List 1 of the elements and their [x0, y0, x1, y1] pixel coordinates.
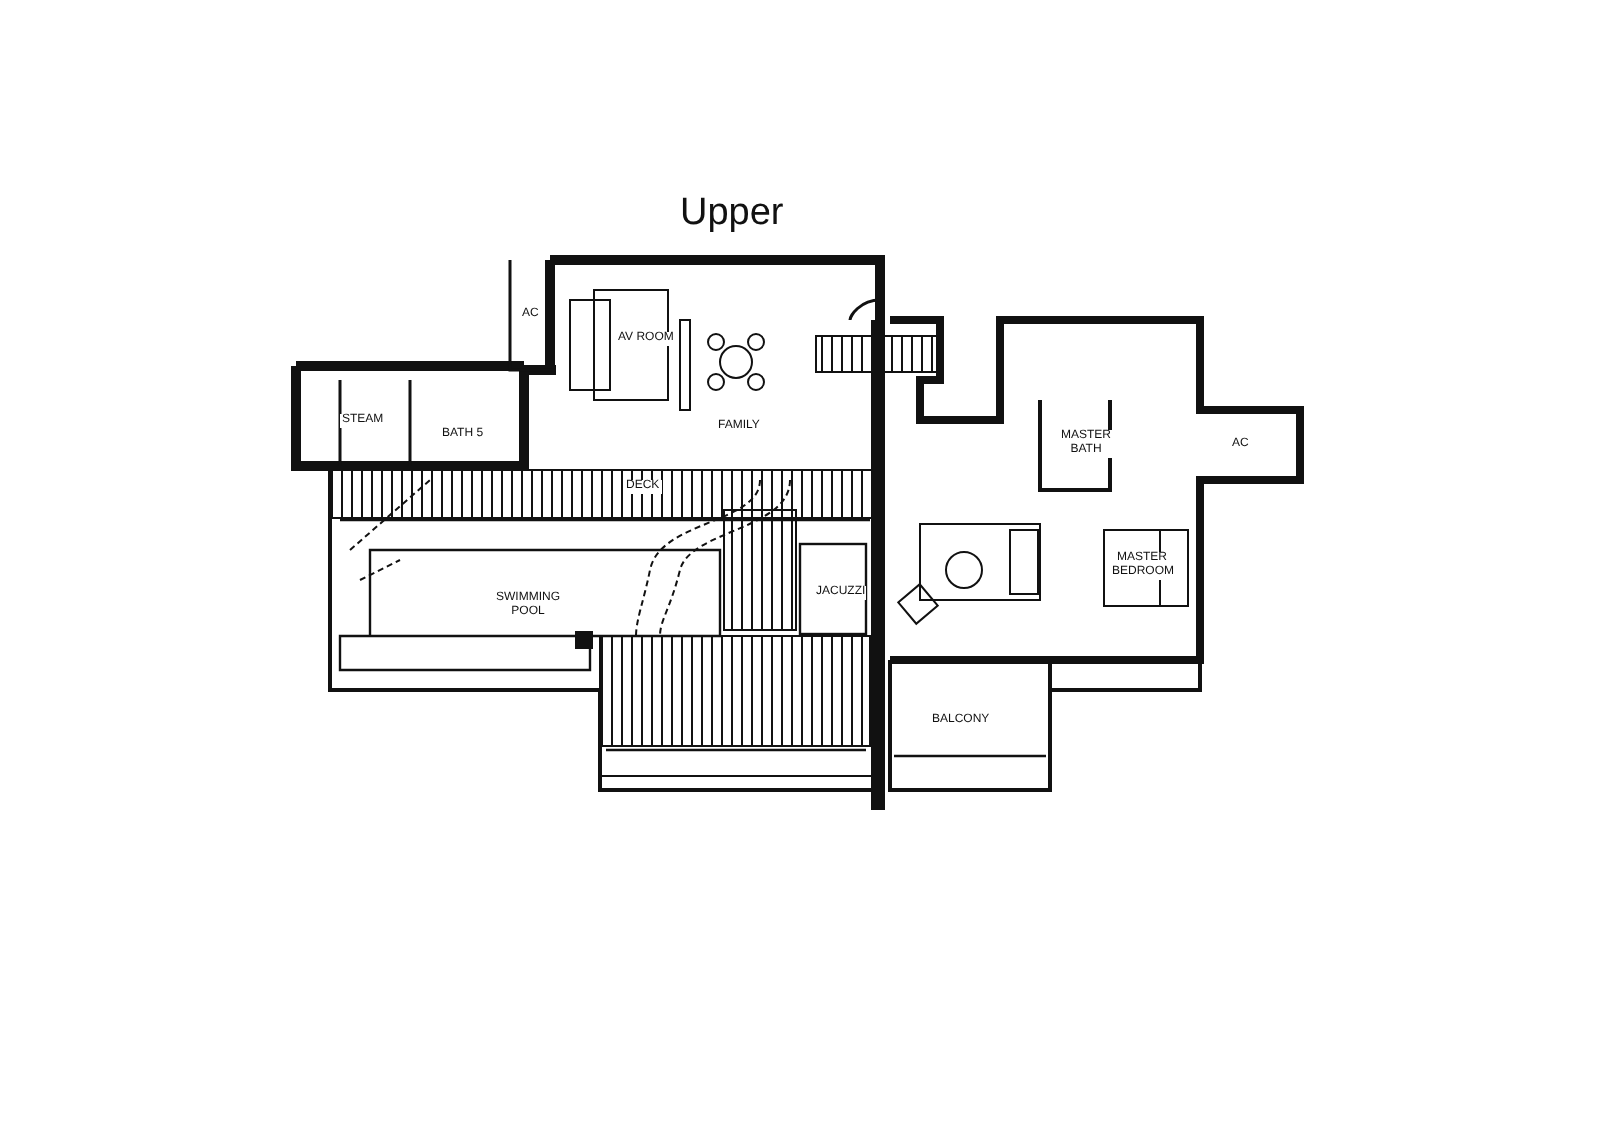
floor-title: Upper [680, 192, 784, 236]
